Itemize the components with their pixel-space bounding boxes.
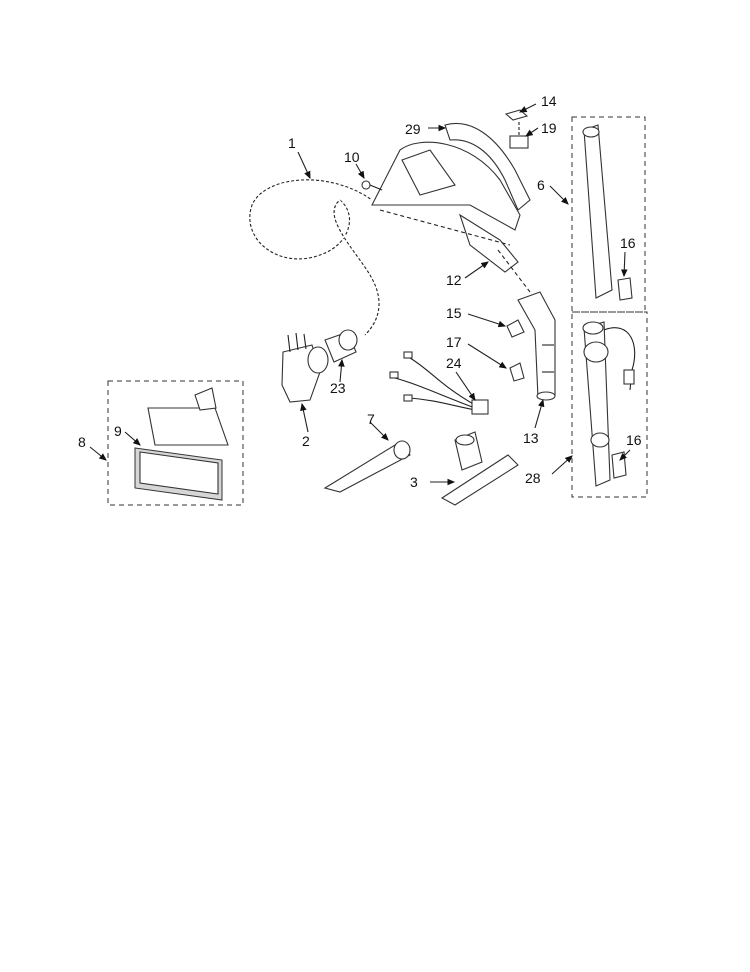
leader-lines [89, 103, 631, 486]
label-part-7: 7 [367, 411, 375, 427]
label-part-17: 17 [446, 334, 462, 350]
switch-parts-drawing [504, 109, 529, 149]
handle-drawing [371, 123, 531, 293]
elbow-drawing [517, 291, 556, 401]
label-part-16-lower: 16 [626, 432, 642, 448]
label-part-19: 19 [541, 120, 557, 136]
accessory-kit-box [107, 380, 244, 506]
label-part-12: 12 [446, 272, 462, 288]
label-part-2: 2 [302, 433, 310, 449]
crevice-tool-drawing [323, 440, 412, 493]
lower-wand-drawing [582, 321, 636, 487]
label-part-29: 29 [405, 121, 421, 137]
floor-brush-drawing [440, 431, 519, 506]
label-part-9: 9 [114, 423, 122, 439]
label-part-24: 24 [446, 355, 462, 371]
label-part-13: 13 [523, 430, 539, 446]
label-part-10: 10 [344, 149, 360, 165]
label-part-28: 28 [525, 470, 541, 486]
swivel-drawing [281, 332, 329, 403]
hose-drawing [247, 176, 383, 338]
label-part-8: 8 [78, 434, 86, 450]
wand-lower-box [571, 311, 648, 498]
clips-drawing [506, 319, 525, 382]
wand-upper-box [571, 116, 646, 313]
screw-drawing [361, 180, 383, 191]
cuff-drawing [324, 329, 358, 363]
label-part-3: 3 [410, 474, 418, 490]
label-part-6: 6 [537, 177, 545, 193]
upper-wand-drawing [582, 124, 633, 301]
label-part-23: 23 [330, 380, 346, 396]
label-part-14: 14 [541, 93, 557, 109]
label-part-1: 1 [288, 135, 296, 151]
label-part-16-upper: 16 [620, 235, 636, 251]
wiring-harness-drawing [389, 351, 489, 415]
label-part-15: 15 [446, 305, 462, 321]
upholstery-tool-drawing [134, 387, 229, 501]
